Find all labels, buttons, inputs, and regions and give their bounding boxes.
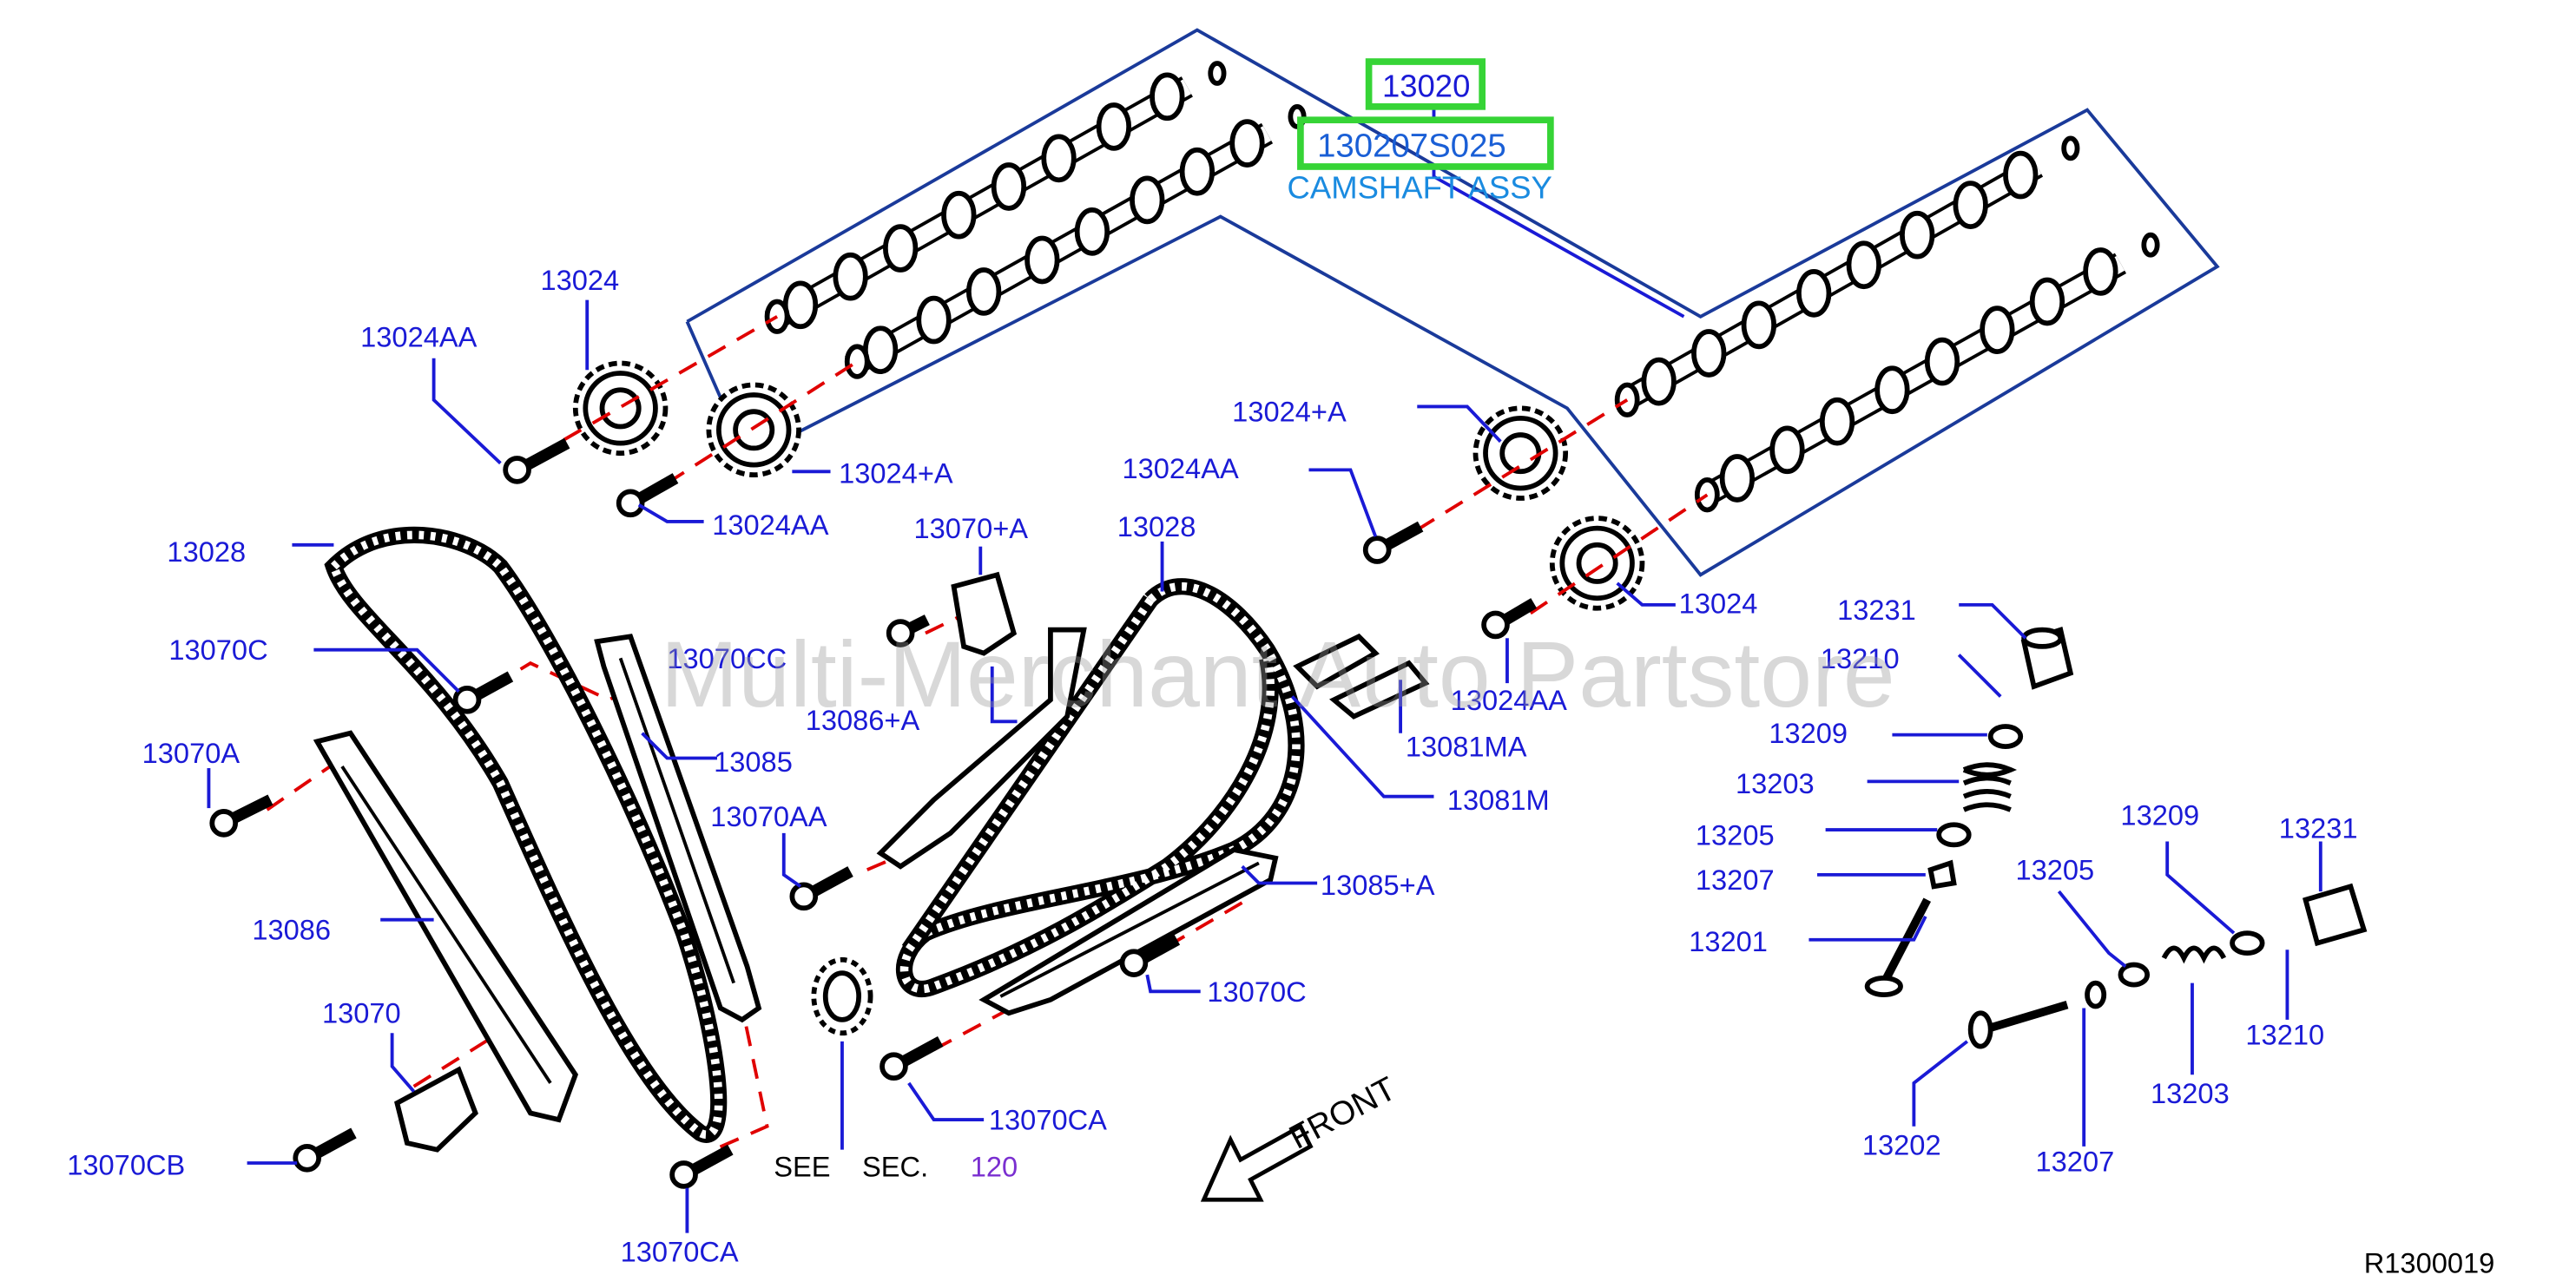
left-tension-guide-13085 [594, 634, 762, 1023]
callout-13209-upper[interactable]: 13209 [1769, 717, 1848, 749]
camshaft-group-outline [685, 28, 2220, 577]
camshaft-name: CAMSHAFT ASSY [1288, 169, 1552, 205]
front-label: FRONT [1283, 1070, 1402, 1157]
right-upper-sprocket [1472, 405, 1569, 501]
callout-13070AA[interactable]: 13070AA [710, 800, 827, 832]
crank-sprocket [811, 956, 873, 1036]
left-timing-chain [324, 526, 728, 1143]
callout-13207-lower[interactable]: 13207 [2036, 1146, 2115, 1178]
callout-13203-upper[interactable]: 13203 [1736, 767, 1815, 799]
right-slack-guide-13086A [876, 627, 1087, 870]
callout-13070CA-left[interactable]: 13070CA [621, 1235, 739, 1267]
left-upper-sprocket [572, 360, 669, 457]
left-slack-guide-13086 [313, 730, 578, 1123]
callout-13024-right[interactable]: 13024 [1679, 587, 1758, 619]
sec-label: SEC. [862, 1150, 928, 1182]
callout-13231-upper[interactable]: 13231 [1837, 594, 1916, 626]
callout-13203-lower[interactable]: 13203 [2151, 1077, 2230, 1109]
callout-13024AA-left-lower[interactable]: 13024AA [712, 509, 828, 541]
callout-13024A-left[interactable]: 13024+A [839, 457, 953, 490]
left-lower-camshaft [844, 103, 1307, 379]
callout-13028-left[interactable]: 13028 [167, 536, 246, 568]
callout-13209-lower[interactable]: 13209 [2120, 798, 2199, 831]
see-section-reference: SEE SEC. 120 [774, 1150, 1018, 1182]
camshaft-part-variant-highlight [1297, 116, 1554, 170]
callout-13070CA-right[interactable]: 13070CA [989, 1104, 1107, 1136]
callout-13070[interactable]: 13070 [322, 997, 401, 1029]
watermark: Multi-Merchant Auto Partstore [661, 622, 1895, 726]
right-timing-chain [895, 578, 1305, 997]
callout-13024-left-upper[interactable]: 13024 [540, 264, 619, 296]
right-lower-sprocket [1549, 516, 1645, 611]
callout-13024A-right[interactable]: 13024+A [1232, 396, 1347, 428]
callout-13024AA-left-upper[interactable]: 13024AA [360, 320, 477, 352]
callout-13070A[interactable]: 13070A [142, 737, 240, 769]
callout-13207-upper[interactable]: 13207 [1696, 864, 1775, 896]
callout-13024AA-right-upper[interactable]: 13024AA [1122, 452, 1238, 484]
camshaft-part-variant[interactable]: 130207S025 [1317, 127, 1506, 164]
callout-13070CC[interactable]: 13070CC [667, 642, 787, 674]
callout-13231-lower[interactable]: 13231 [2279, 812, 2358, 844]
callout-13086[interactable]: 13086 [252, 914, 331, 946]
callout-13210-upper[interactable]: 13210 [1821, 642, 1900, 674]
valve-train-lower [1967, 883, 2368, 1049]
see-label: SEE [774, 1150, 830, 1182]
right-lower-camshaft [1694, 232, 2160, 513]
right-upper-camshaft [1614, 135, 2080, 417]
bolts [209, 437, 1538, 1189]
section-120-link[interactable]: 120 [971, 1150, 1018, 1182]
diagram-reference-code: R1300019 [2364, 1247, 2495, 1279]
callout-13081M[interactable]: 13081M [1447, 784, 1550, 816]
left-upper-camshaft [764, 61, 1227, 334]
callout-13028-right[interactable]: 13028 [1117, 510, 1196, 542]
leader-lines [207, 106, 2322, 1233]
front-direction-arrow: FRONT [1200, 1070, 1402, 1202]
callout-13210-lower[interactable]: 13210 [2245, 1019, 2324, 1051]
callout-13201[interactable]: 13201 [1689, 925, 1768, 957]
right-tension-guide-13085A [978, 847, 1279, 1016]
right-chain-tensioner-13070A [951, 571, 1018, 656]
tensioner-shoes-13081M [1293, 633, 1430, 720]
left-lower-sprocket [706, 382, 801, 478]
callout-13085[interactable]: 13085 [714, 746, 793, 778]
camshaft-part-number-highlight [1365, 58, 1486, 110]
callout-13086A[interactable]: 13086+A [806, 704, 920, 736]
callout-13070C-left[interactable]: 13070C [168, 634, 267, 666]
callout-13085A[interactable]: 13085+A [1321, 869, 1435, 901]
callout-13202[interactable]: 13202 [1862, 1128, 1941, 1160]
callout-13024AA-right-lower[interactable]: 13024AA [1451, 684, 1567, 716]
callout-13070CB[interactable]: 13070CB [67, 1148, 185, 1180]
callout-13205-lower[interactable]: 13205 [2015, 854, 2094, 886]
callout-13070A-right[interactable]: 13070+A [914, 512, 1029, 544]
callout-13070C-right[interactable]: 13070C [1207, 976, 1306, 1008]
camshaft-part-callouts: 13020 130207S025 CAMSHAFT ASSY [1288, 58, 1554, 205]
part-callouts: 13024 13024AA 13024+A 13024AA 13028 1307… [67, 264, 2357, 1267]
callout-13081MA[interactable]: 13081MA [1406, 731, 1527, 763]
camshaft-part-number[interactable]: 13020 [1382, 68, 1470, 103]
left-chain-tensioner-13070 [394, 1066, 478, 1153]
callout-13205-upper[interactable]: 13205 [1696, 818, 1775, 851]
